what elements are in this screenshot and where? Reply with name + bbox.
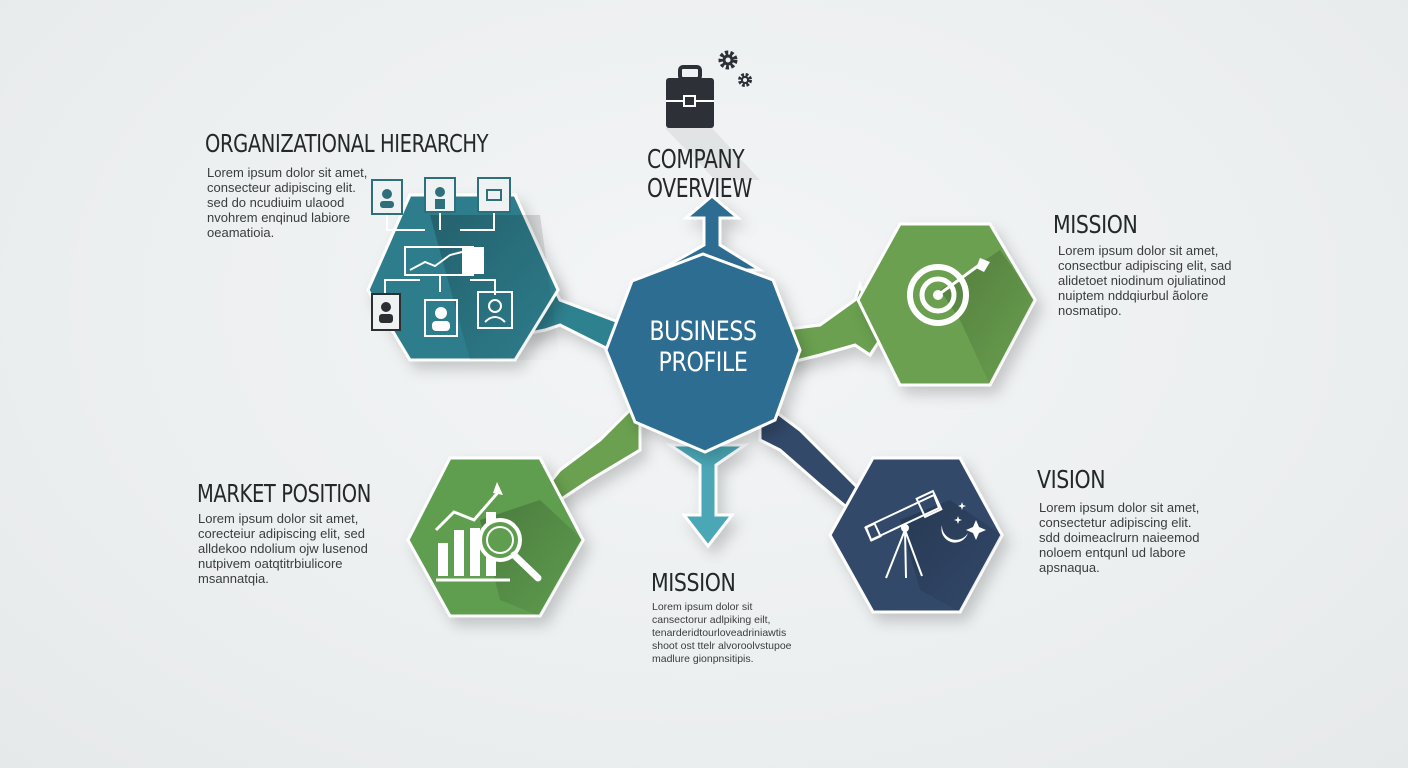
telescope-moon-icon	[864, 489, 1002, 612]
mission-right-title: MISSION	[1053, 210, 1138, 239]
org-chart-icon	[371, 177, 560, 360]
connector-mission-bottom	[665, 443, 750, 549]
center-label-line2: PROFILE	[658, 347, 748, 378]
company-overview-title: COMPANY OVERVIEW	[647, 146, 752, 204]
org-hierarchy-title: ORGANIZATIONAL HIERARCHY	[205, 129, 489, 158]
mission-right-body: Lorem ipsum dolor sit amet, consectbur a…	[1058, 243, 1232, 318]
mission-bottom-body: Lorem ipsum dolor sit cansectorur adlpik…	[652, 601, 792, 665]
connector-company-overview	[654, 194, 766, 272]
company-overview-title-line2: OVERVIEW	[647, 174, 752, 204]
briefcase-gears-icon	[665, 50, 760, 180]
mission-bottom-title: MISSION	[651, 568, 736, 597]
center-node-business-profile[interactable]	[604, 252, 802, 454]
vision-body: Lorem ipsum dolor sit amet, consectetur …	[1039, 500, 1200, 575]
target-arrow-icon	[907, 250, 1035, 385]
market-position-body: Lorem ipsum dolor sit amet, corecteiur a…	[198, 511, 368, 586]
growth-chart-magnifier-icon	[434, 482, 583, 616]
market-position-title: MARKET POSITION	[197, 479, 371, 508]
vision-title: VISION	[1037, 465, 1106, 494]
center-label-line1: BUSINESS	[649, 316, 757, 347]
org-hierarchy-body: Lorem ipsum dolor sit amet, consecteur a…	[207, 165, 368, 240]
center-label: BUSINESS PROFILE	[629, 316, 777, 378]
company-overview-title-line1: COMPANY	[647, 145, 745, 175]
